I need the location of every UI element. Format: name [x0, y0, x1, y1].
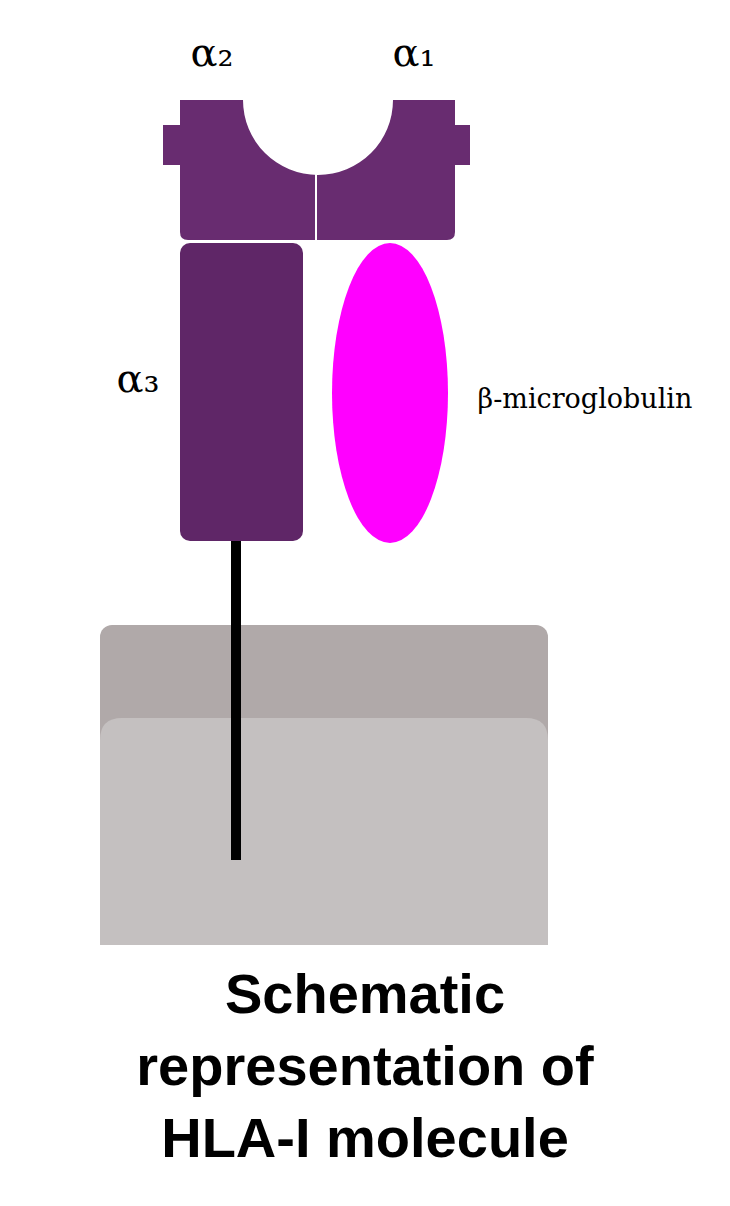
caption: Schematic representation of HLA-I molecu…: [65, 958, 665, 1174]
transmembrane-tail: [231, 535, 241, 860]
alpha1-alpha2-domain: [163, 100, 470, 240]
cell-membrane: [100, 625, 548, 945]
beta2-microglobulin: [332, 243, 448, 543]
cytoplasm: [100, 718, 548, 945]
alpha3-domain: [180, 243, 303, 541]
domain-label: α₃: [116, 355, 159, 401]
domain-divider: [315, 174, 317, 240]
domain-label: β-microglobulin: [478, 383, 693, 414]
domain-label: α₂: [190, 29, 233, 75]
domain-label: α₁: [392, 29, 435, 75]
